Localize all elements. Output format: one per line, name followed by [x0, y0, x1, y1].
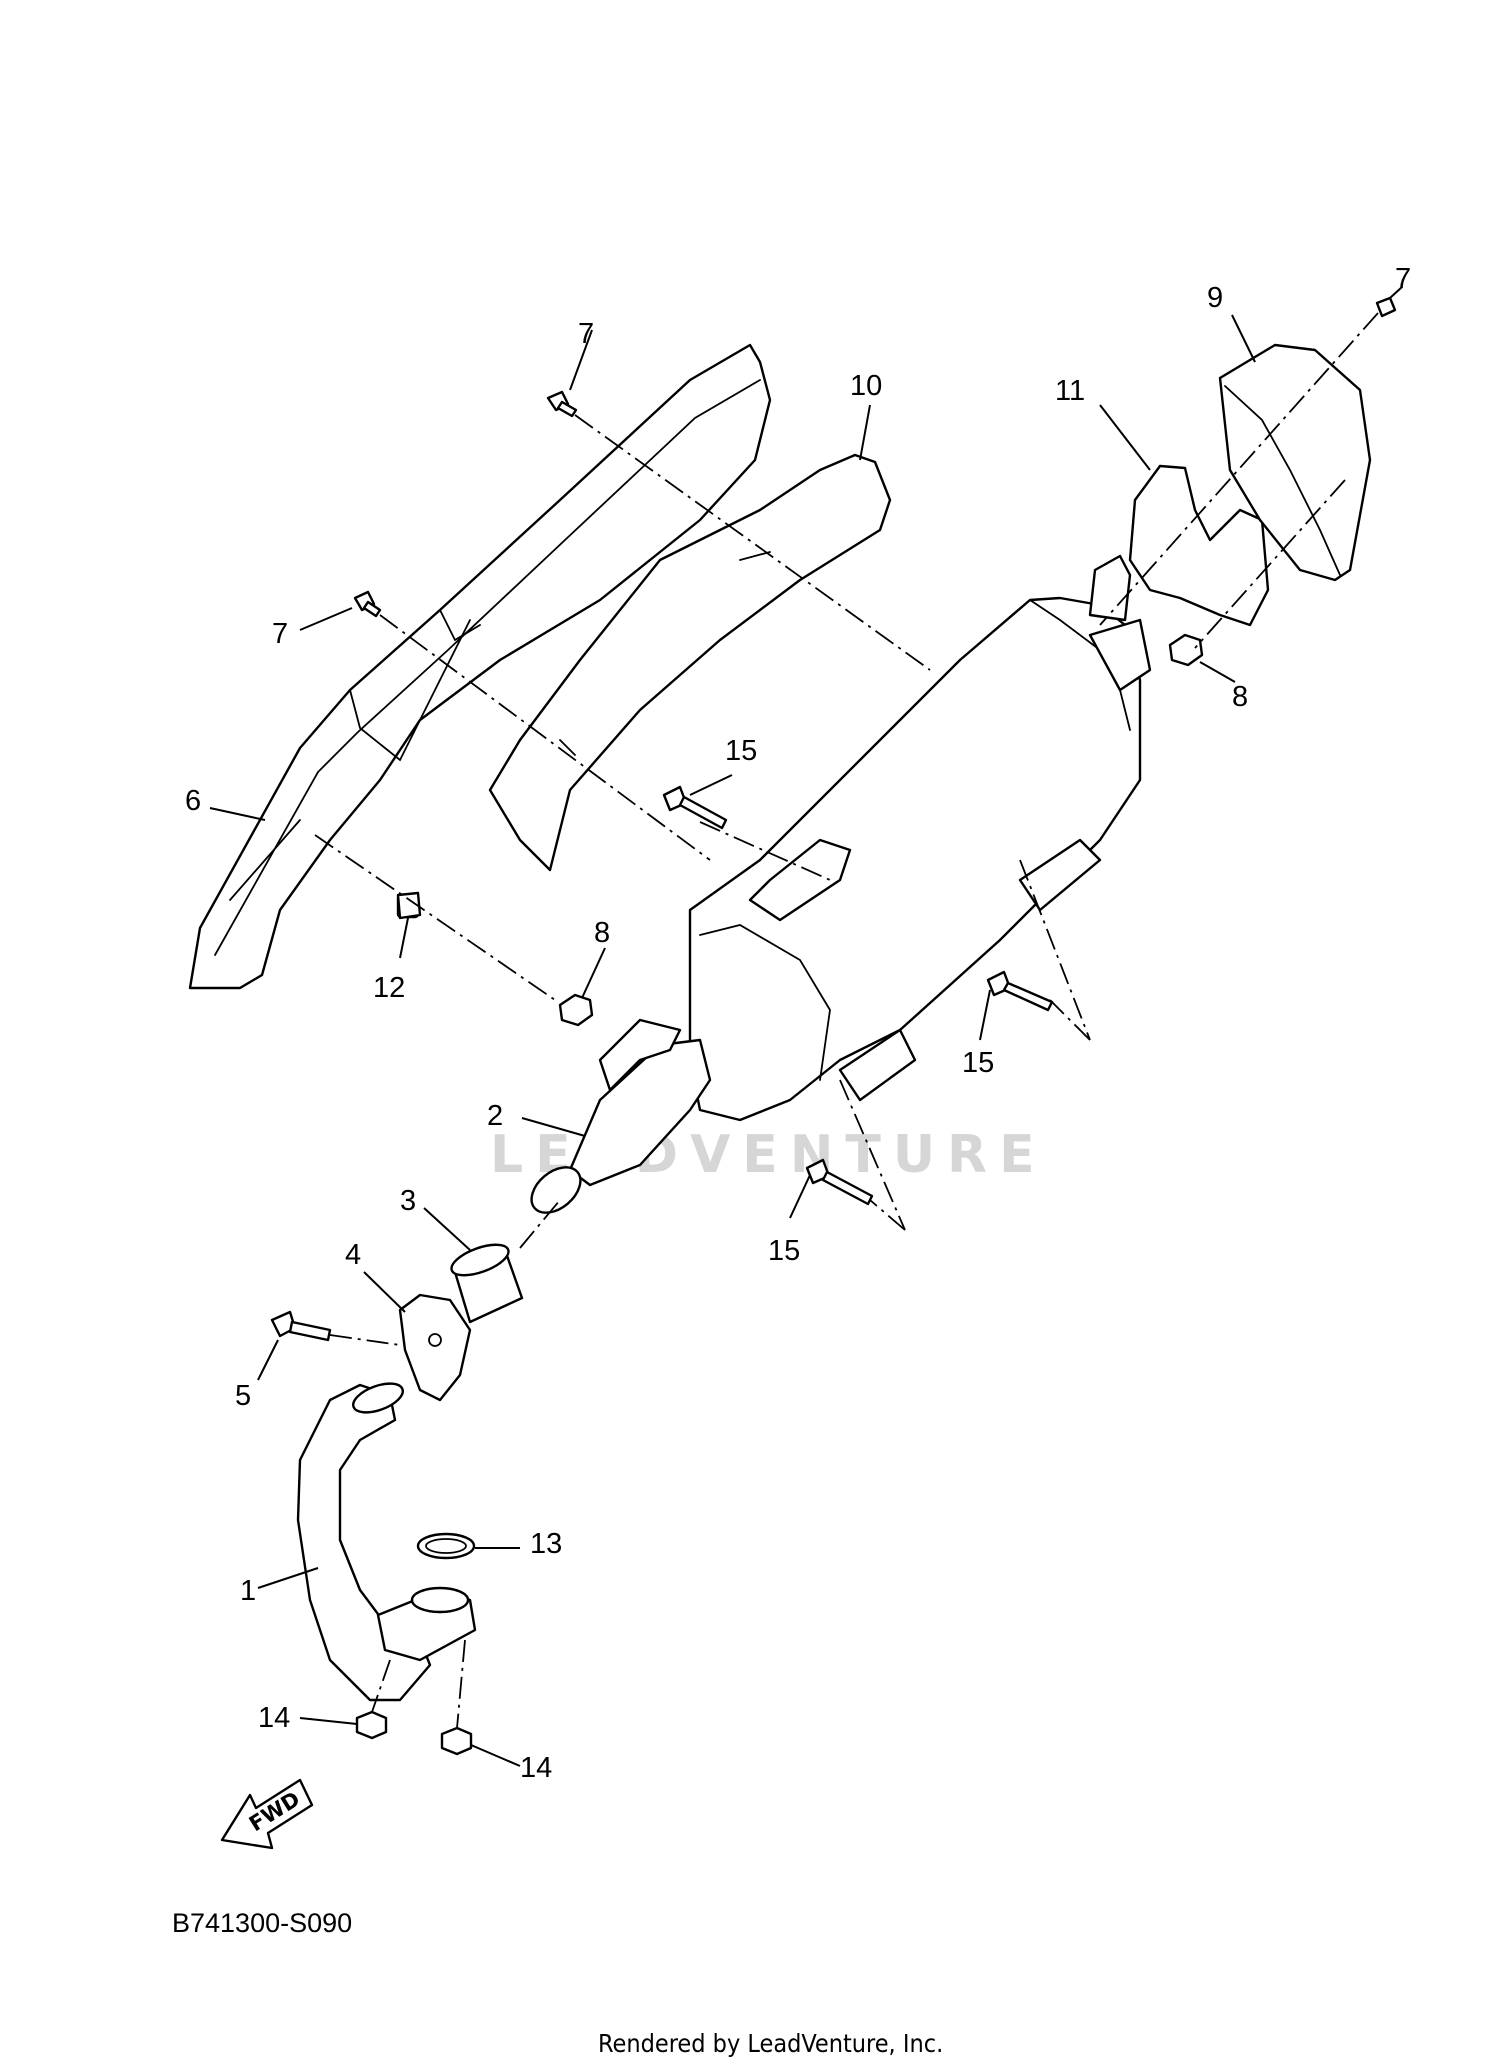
callout-11: 11 [1055, 375, 1085, 407]
rendered-by-footer: Rendered by LeadVenture, Inc. [598, 2029, 943, 2058]
callout-7-top: 7 [578, 318, 594, 350]
callout-3: 3 [400, 1185, 416, 1217]
callout-6: 6 [185, 785, 201, 817]
callout-4: 4 [345, 1239, 361, 1271]
callout-1: 1 [240, 1575, 256, 1607]
part-1-exhaust-pipe [296, 1382, 477, 1702]
part-3-sleeve [450, 1243, 524, 1324]
diagram-id: B741300-S090 [172, 1908, 352, 1938]
fwd-arrow-icon: FWD [220, 1778, 314, 1850]
callout-8-lower: 8 [594, 917, 610, 949]
callout-7-right: 7 [1395, 263, 1411, 295]
part-11-end-shield [1128, 464, 1270, 627]
assembly-lines [314, 312, 1379, 1729]
callout-15-right: 15 [962, 1047, 994, 1079]
fasteners [353, 296, 1397, 1756]
callout-14-left: 14 [258, 1702, 290, 1734]
callout-7-left: 7 [272, 618, 288, 650]
part-10-inner-shield [488, 453, 892, 872]
callout-8-upper: 8 [1232, 681, 1248, 713]
callout-10: 10 [850, 370, 882, 402]
part-8-nut-upper [1168, 633, 1204, 667]
callout-12: 12 [373, 972, 405, 1004]
callout-5: 5 [235, 1380, 251, 1412]
callout-14-right: 14 [520, 1752, 552, 1784]
part-9-end-cap [1218, 343, 1372, 582]
callout-13: 13 [530, 1528, 562, 1560]
callout-15-upper: 15 [725, 735, 757, 767]
muffler-body [688, 554, 1152, 1122]
part-5-bolt [270, 1310, 332, 1342]
callout-9: 9 [1207, 282, 1223, 314]
callout-15-lower: 15 [768, 1235, 800, 1267]
leader-lines [209, 286, 1403, 1767]
part-13-gasket [416, 1532, 476, 1560]
part-4-clamp [398, 1293, 472, 1402]
callout-2: 2 [487, 1100, 503, 1132]
callouts: 1 2 3 4 5 6 7 7 7 8 8 9 10 11 12 13 14 1… [185, 263, 1411, 1784]
part-2-cone-pipe [530, 1018, 712, 1214]
